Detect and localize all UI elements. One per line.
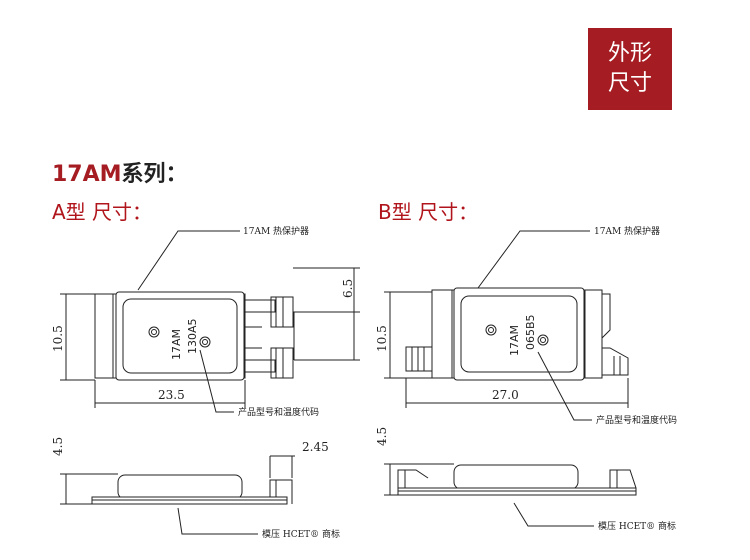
type-a-body-model: 17AM: [170, 329, 183, 360]
type-a-dim-width: 23.5: [158, 388, 185, 402]
series-model: 17AM: [52, 162, 122, 187]
type-a-dimensions: [60, 267, 360, 408]
type-b-body-model: 17AM: [508, 325, 521, 356]
section-badge: 外形 尺寸: [588, 28, 672, 110]
type-a-label-trademark: 模压 HCET® 商标: [262, 528, 340, 540]
type-a-title: A型 尺寸：: [52, 200, 153, 224]
type-b-side-view: [384, 463, 637, 496]
type-b-title: B型 尺寸：: [378, 200, 479, 224]
type-b-dimensions: [384, 291, 629, 408]
type-a-dim-height: 10.5: [51, 325, 65, 352]
type-a-body-code: 130A5: [186, 318, 199, 354]
badge-line2: 尺寸: [607, 71, 652, 96]
type-b-label-model-code: 产品型号和温度代码: [596, 414, 677, 426]
type-b-label-trademark: 模压 HCET® 商标: [598, 520, 676, 532]
series-title: 17AM系列：: [52, 156, 188, 188]
type-b-dim-side-height: 4.5: [375, 427, 389, 446]
type-a-dim-side-height: 4.5: [51, 437, 65, 456]
type-b-dim-height: 10.5: [375, 325, 389, 352]
badge-line1: 外形: [607, 41, 652, 66]
type-b-dim-width: 27.0: [492, 388, 519, 402]
type-a-dim-side-thickness: 2.45: [302, 440, 329, 454]
series-suffix: 系列：: [121, 162, 188, 187]
type-a-leaders: [137, 230, 258, 535]
type-a-label-model-code: 产品型号和温度代码: [238, 406, 319, 418]
type-b-leaders: [477, 230, 594, 527]
type-a-top-view: [94, 291, 294, 381]
type-b-top-view: [405, 287, 629, 381]
type-a-dim-terminal: 6.5: [341, 279, 355, 298]
type-b-body-code: 065B5: [524, 314, 537, 350]
type-a-label-thermal-protector: 17AM 热保护器: [243, 225, 309, 237]
type-b-label-thermal-protector: 17AM 热保护器: [594, 225, 660, 237]
type-a-side-view: [60, 455, 295, 505]
